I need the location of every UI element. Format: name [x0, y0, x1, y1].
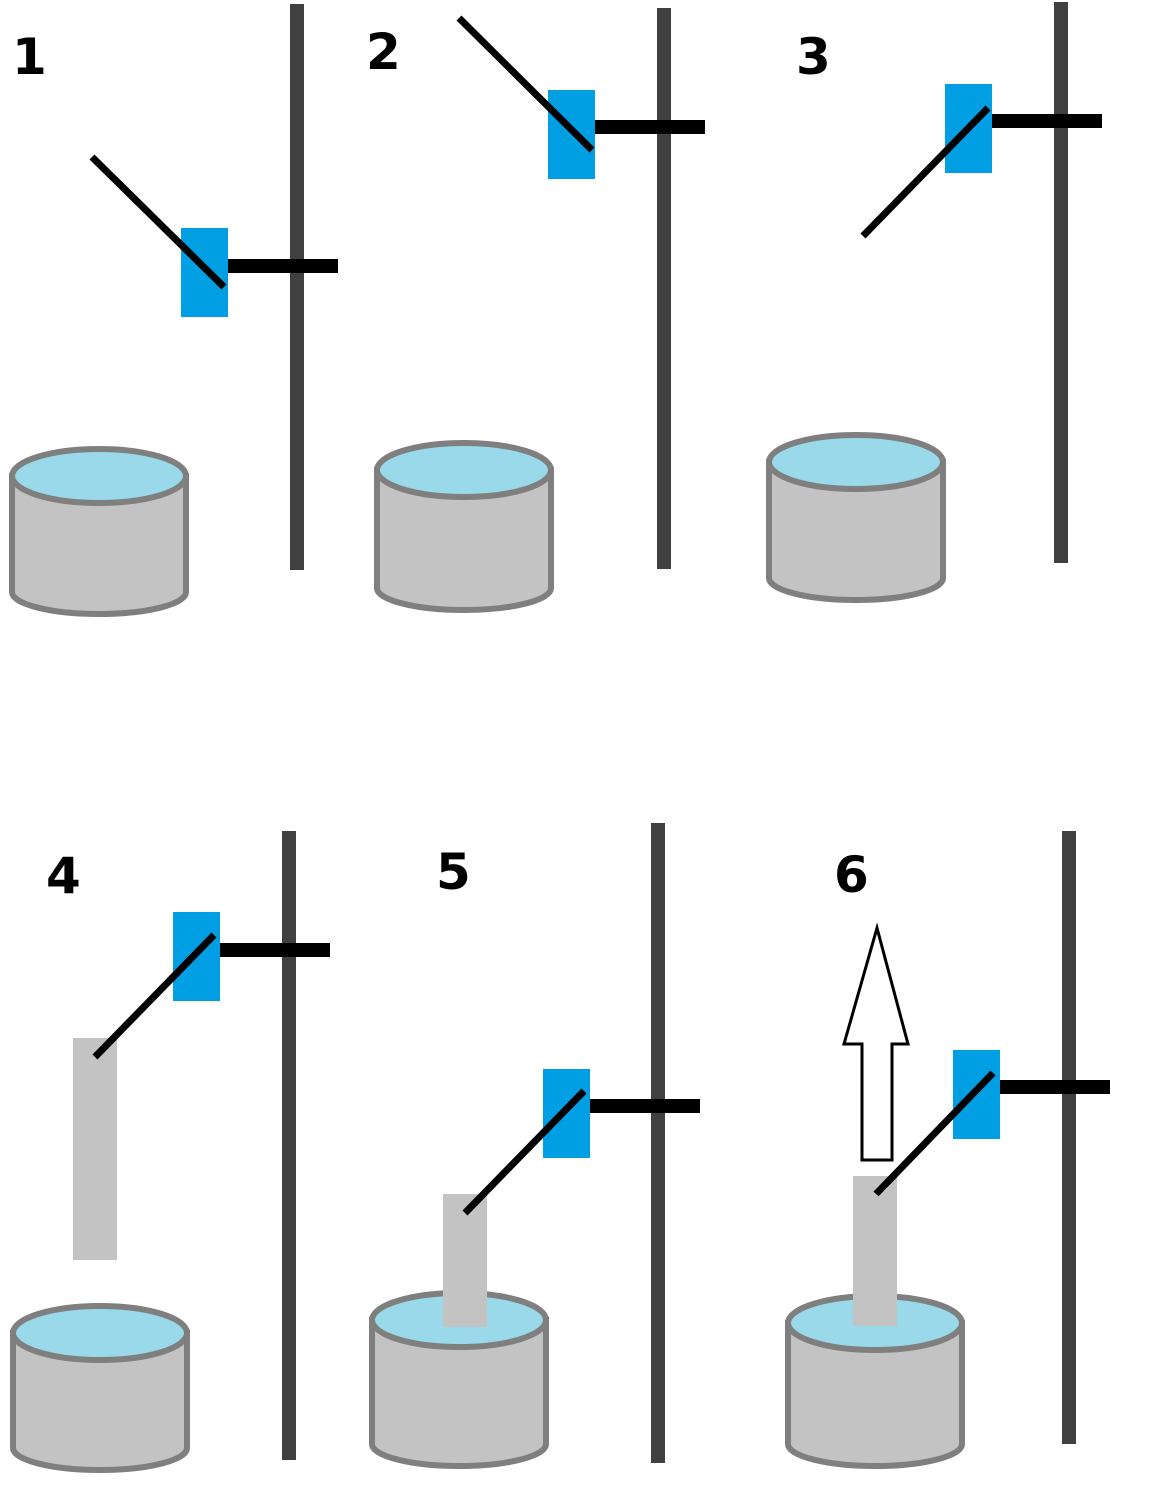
stand-rod — [282, 831, 296, 1460]
beaker — [10, 1303, 190, 1473]
wire — [92, 932, 217, 1060]
step-number: 1 — [12, 28, 47, 86]
wire — [89, 154, 227, 290]
up-arrow-icon — [842, 922, 910, 1162]
stand-rod — [651, 823, 665, 1463]
step-number: 4 — [46, 847, 81, 905]
water-surface — [10, 1303, 190, 1363]
wire — [462, 1088, 587, 1216]
clamp-arm — [218, 943, 330, 957]
step-number: 3 — [796, 28, 831, 86]
stand-rod — [1062, 831, 1076, 1444]
beaker — [374, 440, 554, 613]
sample-strip — [853, 1176, 897, 1326]
step-number: 2 — [366, 23, 401, 81]
stand-rod — [1054, 2, 1068, 563]
panel-4: 4 — [10, 831, 330, 1473]
panel-1: 1 — [9, 4, 338, 617]
wire — [860, 105, 991, 239]
beaker — [766, 432, 946, 603]
sample-strip — [443, 1194, 487, 1327]
stand-rod — [290, 4, 304, 570]
step-number: 5 — [436, 843, 471, 901]
clamp-arm — [593, 120, 705, 134]
beaker — [9, 446, 189, 617]
wire — [456, 15, 595, 153]
water-surface — [766, 432, 946, 492]
step-number: 6 — [834, 846, 869, 904]
panel-6: 6 — [785, 831, 1110, 1469]
clamp-arm — [588, 1099, 700, 1113]
panel-3: 3 — [766, 2, 1102, 603]
stand-rod — [657, 8, 671, 569]
panel-2: 2 — [366, 8, 705, 613]
wire — [873, 1070, 996, 1197]
clamp-arm — [998, 1080, 1110, 1094]
water-surface — [9, 446, 189, 506]
water-surface — [374, 440, 554, 500]
clamp-arm — [990, 114, 1102, 128]
beaker — [369, 1290, 549, 1469]
sample-strip — [73, 1038, 117, 1260]
clamp-arm — [226, 259, 338, 273]
panel-5: 5 — [369, 823, 700, 1469]
